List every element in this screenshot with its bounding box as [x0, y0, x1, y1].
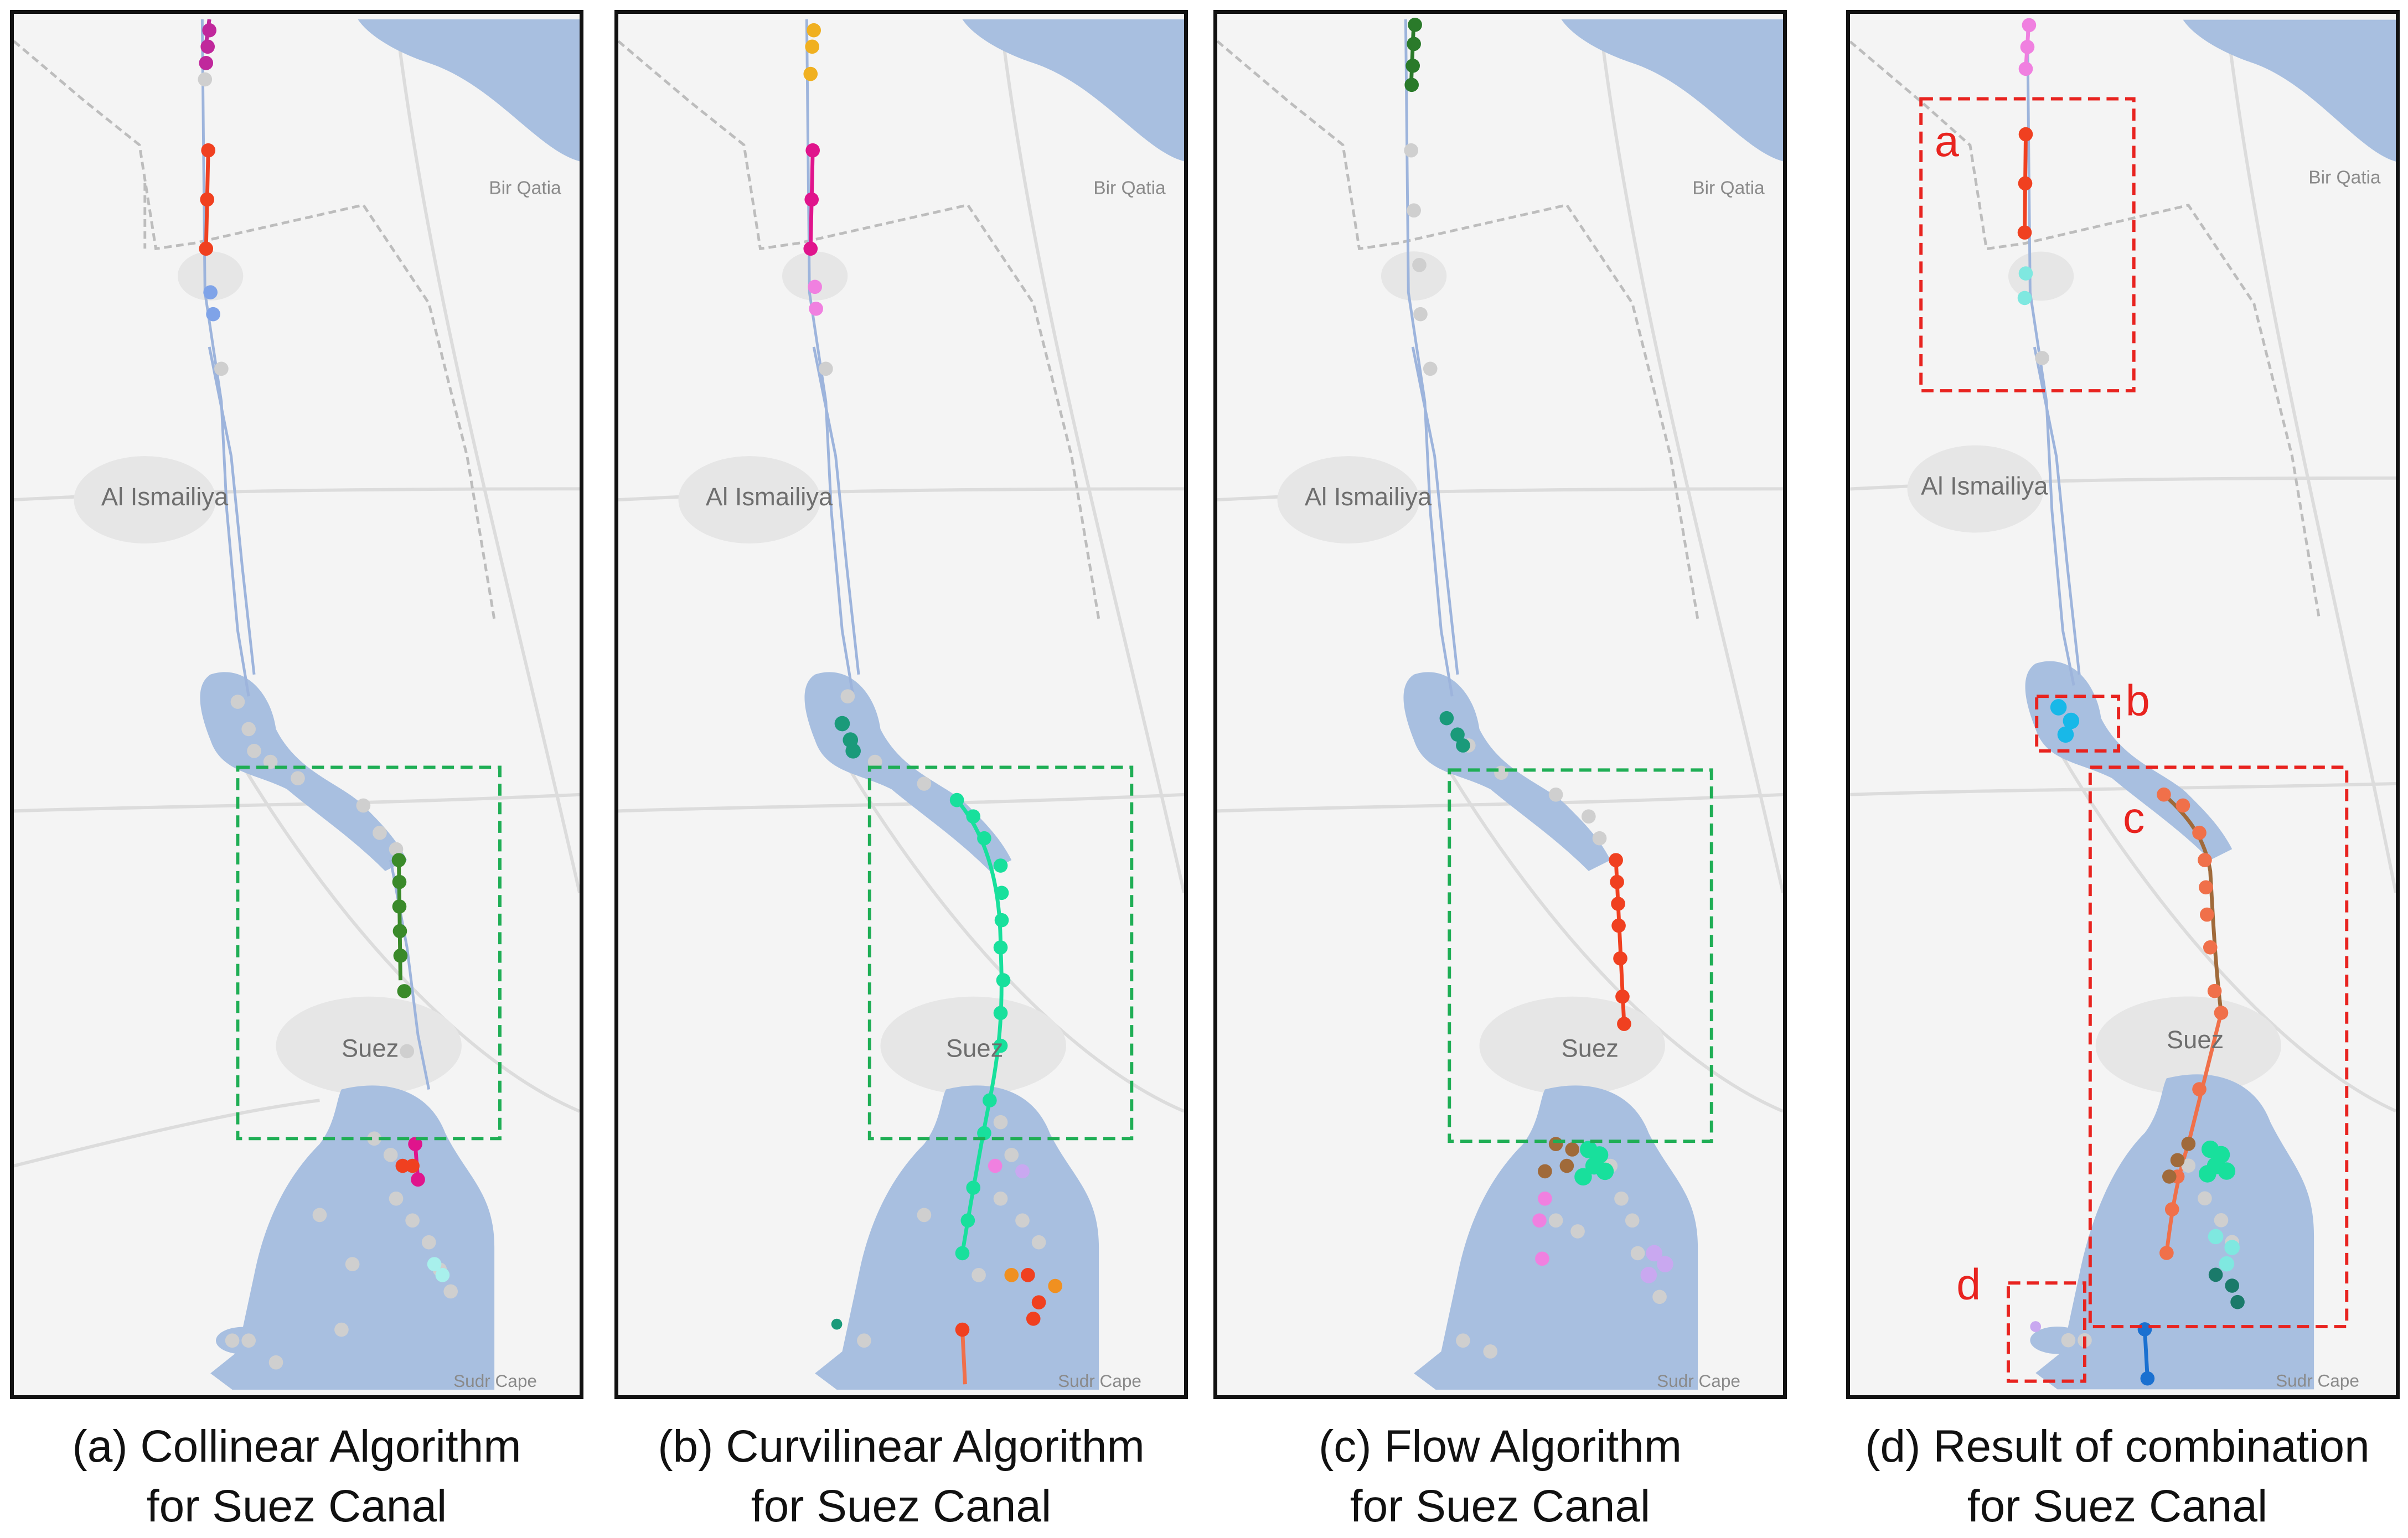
- region-box-a: [1919, 97, 2136, 393]
- map-label-bir-qatia: Bir Qatia: [1093, 178, 1166, 199]
- panel-d-svg: Bir Qatia Al Ismailiya Suez Sudr Cape a …: [1850, 18, 2396, 1391]
- caption-panel-c: (c) Flow Algorithm for Suez Canal: [1213, 1417, 1787, 1536]
- panel-b-svg: Bir Qatia Al Ismailiya Suez Sudr Cape: [618, 19, 1184, 1391]
- map-label-suez: Suez: [1561, 1034, 1618, 1062]
- panel-d-map: Bir Qatia Al Ismailiya Suez Sudr Cape a …: [1846, 10, 2400, 1399]
- region-label-b: b: [2126, 676, 2150, 725]
- map-label-sudr-cape: Sudr Cape: [2276, 1371, 2359, 1391]
- caption-line-1: (a) Collinear Algorithm: [72, 1421, 521, 1472]
- panel-b-map: Bir Qatia Al Ismailiya Suez Sudr Cape: [614, 10, 1188, 1399]
- panel-a-map: Bir Qatia Al Ismailiya Suez Sudr Cape: [10, 10, 583, 1399]
- map-label-suez: Suez: [342, 1034, 399, 1062]
- panel-a-svg: Bir Qatia Al Ismailiya Suez Sudr Cape: [14, 19, 580, 1391]
- map-label-bir-qatia: Bir Qatia: [1692, 178, 1765, 199]
- caption-panel-b: (b) Curvilinear Algorithm for Suez Canal: [614, 1417, 1188, 1536]
- region-box-b: [2035, 695, 2121, 753]
- map-label-suez: Suez: [946, 1034, 1003, 1062]
- map-label-sudr-cape: Sudr Cape: [1657, 1371, 1740, 1391]
- map-label-al-ismailiya: Al Ismailiya: [1921, 472, 2048, 500]
- caption-line-1: (d) Result of combination: [1865, 1421, 2370, 1472]
- map-label-al-ismailiya: Al Ismailiya: [101, 483, 229, 511]
- caption-line-2: for Suez Canal: [751, 1481, 1052, 1531]
- panel-c-svg: Bir Qatia Al Ismailiya Suez Sudr Cape: [1217, 18, 1783, 1391]
- region-label-c: c: [2123, 794, 2145, 842]
- highlight-box-green: [1448, 768, 1713, 1143]
- map-label-sudr-cape: Sudr Cape: [1058, 1371, 1141, 1391]
- region-label-a: a: [1935, 117, 1959, 165]
- map-label-sudr-cape: Sudr Cape: [453, 1371, 537, 1391]
- panel-c-map: Bir Qatia Al Ismailiya Suez Sudr Cape: [1213, 10, 1787, 1399]
- caption-line-2: for Suez Canal: [146, 1481, 447, 1531]
- caption-line-1: (b) Curvilinear Algorithm: [658, 1421, 1145, 1472]
- map-label-bir-qatia: Bir Qatia: [2308, 167, 2381, 188]
- map-label-al-ismailiya: Al Ismailiya: [706, 483, 833, 511]
- caption-panel-a: (a) Collinear Algorithm for Suez Canal: [10, 1417, 583, 1536]
- map-label-suez: Suez: [2167, 1026, 2224, 1054]
- region-label-d: d: [1956, 1260, 1981, 1309]
- highlight-box-green: [867, 765, 1134, 1141]
- highlight-box-green: [236, 765, 502, 1141]
- map-label-al-ismailiya: Al Ismailiya: [1305, 483, 1432, 511]
- caption-line-2: for Suez Canal: [1350, 1481, 1651, 1531]
- map-label-bir-qatia: Bir Qatia: [489, 178, 561, 199]
- caption-line-1: (c) Flow Algorithm: [1318, 1421, 1682, 1472]
- caption-line-2: for Suez Canal: [1967, 1481, 2268, 1531]
- caption-panel-d: (d) Result of combination for Suez Canal: [1827, 1417, 2408, 1536]
- region-box-d: [2006, 1281, 2086, 1383]
